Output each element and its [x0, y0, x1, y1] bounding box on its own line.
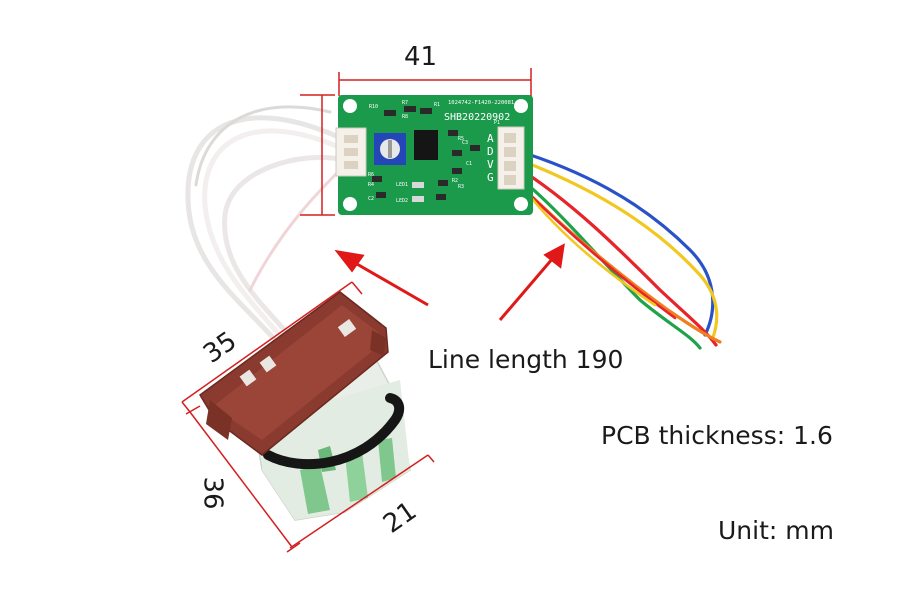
pcb-component-label: R8	[402, 114, 408, 120]
pcb-component-label: R6	[368, 172, 374, 178]
line-length-note: Line length 190	[428, 345, 624, 374]
arrow-left-head	[334, 249, 365, 273]
dimension-probe-height: 36	[197, 476, 228, 510]
pcb-component-label: LED1	[396, 182, 408, 188]
dimension-pcb-width: 41	[404, 42, 438, 72]
pcb-component-label: C1	[466, 161, 472, 167]
red-arrows	[334, 243, 565, 321]
pcb-component-label: R2	[452, 178, 458, 184]
pcb-board-id: SHB20220902	[444, 112, 510, 123]
arrow-right-head	[543, 243, 565, 269]
pcb-component-label: R3	[458, 184, 464, 190]
pcb-component-label: R5	[458, 136, 464, 142]
arrow-right-shaft	[498, 257, 555, 321]
pcb-component-label: C3	[462, 140, 468, 146]
pcb-component-label: P1	[494, 120, 500, 126]
dimension-lines	[181, 68, 532, 553]
pcb-component-label: R7	[402, 100, 408, 106]
pcb-component-label: C2	[368, 196, 374, 202]
probe-sensor	[199, 291, 411, 521]
pcb-thickness-note: PCB thickness: 1.6	[601, 421, 833, 450]
pcb-pin-label: D	[487, 145, 494, 158]
pcb-component-label: LED2	[396, 198, 408, 204]
pcb-component-label: R4	[368, 182, 374, 188]
pcb-small-print: 1024742-F1420-220081	[448, 100, 514, 106]
pcb-component-label: R10	[369, 104, 378, 110]
pcb-pin-label: G	[487, 171, 494, 184]
color-wire-bundle	[513, 148, 722, 350]
pcb-pin-label: V	[487, 158, 494, 171]
unit-note: Unit: mm	[718, 516, 834, 545]
pcb-pin-label: A	[487, 132, 494, 145]
pcb-component-label: R1	[434, 102, 440, 108]
white-cable-bundle	[185, 105, 348, 343]
arrow-left-shaft	[349, 258, 429, 307]
